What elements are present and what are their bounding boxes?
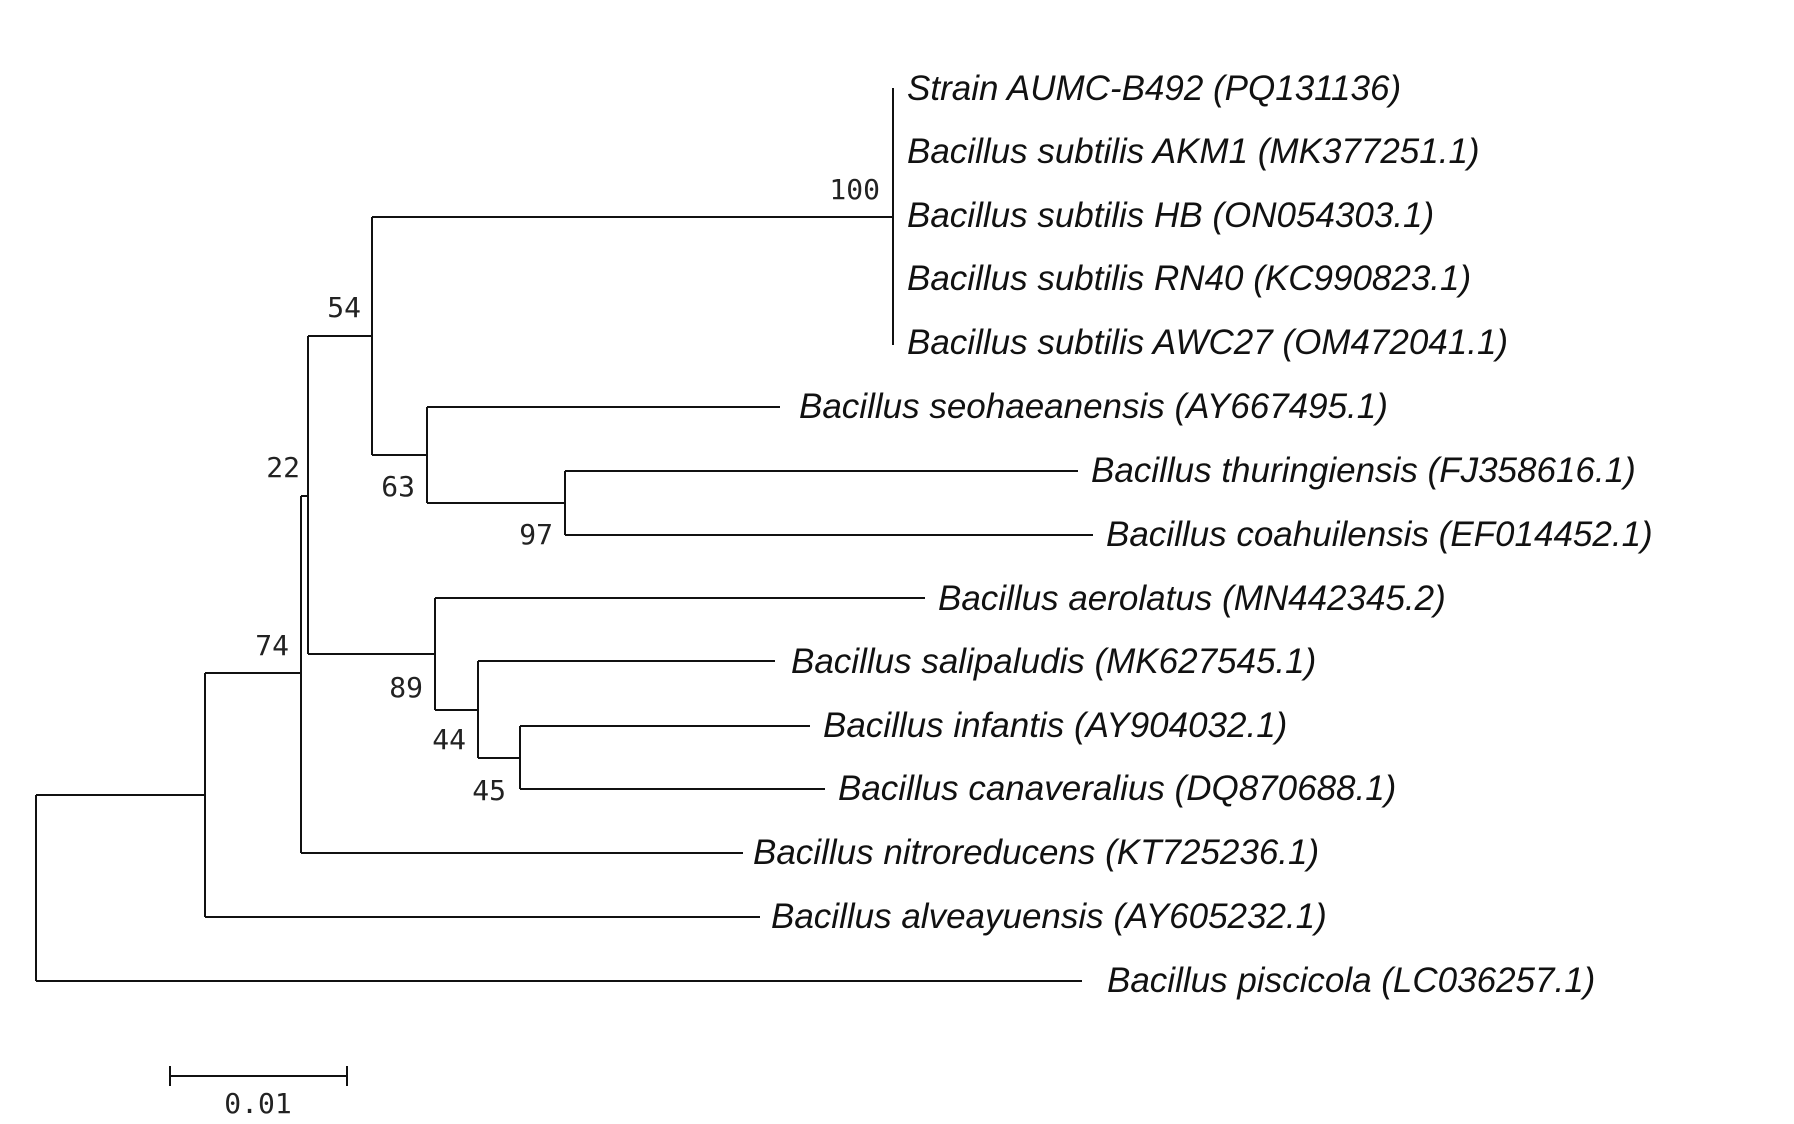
taxon-label: Bacillus subtilis RN40 (KC990823.1) [907,259,1471,298]
branch-lines [35,88,1093,982]
taxon-label: Bacillus nitroreducens (KT725236.1) [753,833,1319,872]
scale-bar: 0.01 [169,1066,348,1120]
bootstrap-label: 100 [829,173,880,206]
bootstrap-label: 44 [432,723,466,756]
bootstrap-label: 63 [381,470,415,503]
taxon-label: Bacillus thuringiensis (FJ358616.1) [1091,451,1636,490]
bootstrap-label: 22 [266,451,300,484]
taxon-label: Strain AUMC-B492 (PQ131136) [907,69,1401,108]
taxon-label: Bacillus alveayuensis (AY605232.1) [771,897,1327,936]
taxon-label: Bacillus subtilis AWC27 (OM472041.1) [907,323,1508,362]
taxon-label: Bacillus subtilis HB (ON054303.1) [907,196,1434,235]
taxon-label: Bacillus infantis (AY904032.1) [823,706,1287,745]
taxon-labels: Strain AUMC-B492 (PQ131136) Bacillus sub… [753,69,1653,1000]
taxon-label: Bacillus seohaeanensis (AY667495.1) [799,387,1388,426]
bootstrap-label: 89 [389,671,423,704]
bootstrap-label: 54 [327,291,361,324]
scale-bar-label: 0.01 [224,1087,291,1120]
bootstrap-label: 74 [255,629,289,662]
taxon-label: Bacillus piscicola (LC036257.1) [1107,961,1595,1000]
taxon-label: Bacillus coahuilensis (EF014452.1) [1106,515,1653,554]
bootstrap-label: 45 [472,774,506,807]
bootstrap-label: 97 [519,518,553,551]
taxon-label: Bacillus subtilis AKM1 (MK377251.1) [907,132,1480,171]
taxon-label: Bacillus salipaludis (MK627545.1) [791,642,1316,681]
taxon-label: Bacillus canaveralius (DQ870688.1) [838,769,1396,808]
support-values: 100 54 63 97 22 74 89 44 45 [255,173,880,807]
taxon-label: Bacillus aerolatus (MN442345.2) [938,579,1446,618]
